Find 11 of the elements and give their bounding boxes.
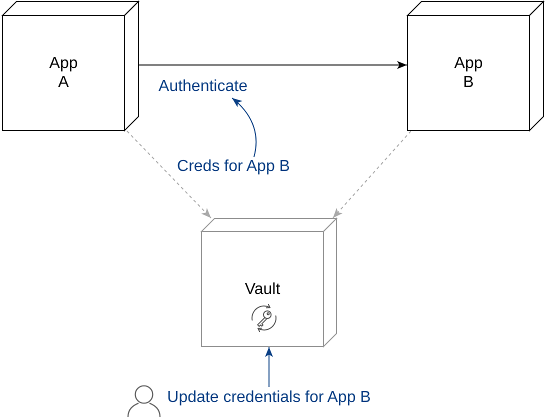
dotted-arrow: [126, 130, 212, 218]
node-label: App A: [48, 54, 79, 92]
node-label: Vault: [244, 280, 280, 298]
dotted-arrow: [332, 130, 412, 218]
annotation-text: Authenticate: [156, 76, 250, 98]
annotation-text: Creds for App B: [173, 157, 294, 177]
curved-arrow: [232, 98, 257, 158]
node-label: App B: [453, 54, 484, 92]
arrow: [138, 61, 408, 69]
annotation-text: Update credentials for App B: [164, 387, 374, 409]
arrow: [265, 346, 273, 388]
